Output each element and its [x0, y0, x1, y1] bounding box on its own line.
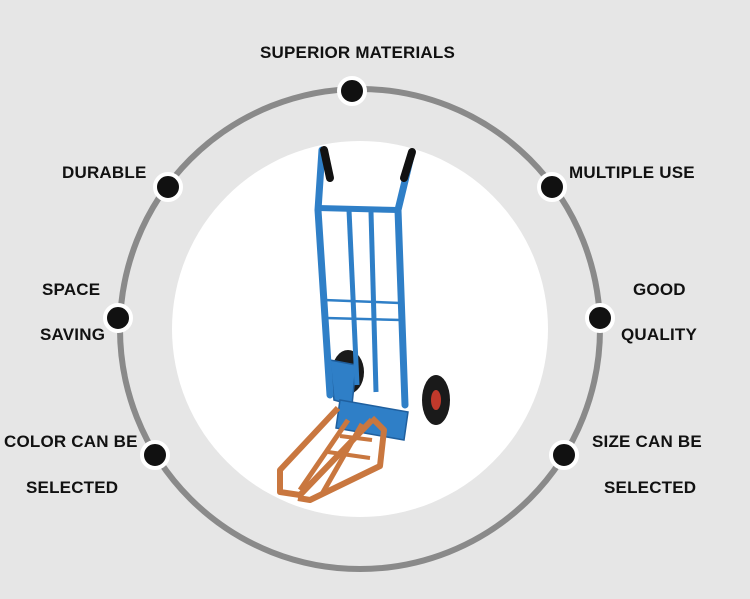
feature-label-right-upper: MULTIPLE USE [569, 163, 695, 182]
feature-label-right-middle-line1: GOOD [633, 280, 686, 299]
feature-label-right-middle-line2: QUALITY [621, 325, 698, 344]
dot-right-lower [549, 440, 579, 470]
feature-label-right-lower-line2: SELECTED [604, 478, 697, 497]
dot-left-middle [103, 303, 133, 333]
dot-left-upper [153, 172, 183, 202]
hand-truck-illustration [277, 146, 450, 503]
feature-label-left-upper: DURABLE [62, 163, 147, 182]
product-circle [172, 141, 548, 517]
dot-left-lower [140, 440, 170, 470]
feature-dots [103, 76, 615, 470]
feature-label-left-middle-line1: SPACE [42, 280, 101, 299]
feature-label-right-lower-line1: SIZE CAN BE [592, 432, 702, 451]
dot-top [337, 76, 367, 106]
feature-label-left-middle-line2: SAVING [40, 325, 106, 344]
feature-label-left-lower-line2: SELECTED [26, 478, 119, 497]
feature-label-left-lower-line1: COLOR CAN BE [4, 432, 138, 451]
feature-label-top: SUPERIOR MATERIALS [260, 43, 456, 62]
dot-right-upper [537, 172, 567, 202]
dot-right-middle [585, 303, 615, 333]
